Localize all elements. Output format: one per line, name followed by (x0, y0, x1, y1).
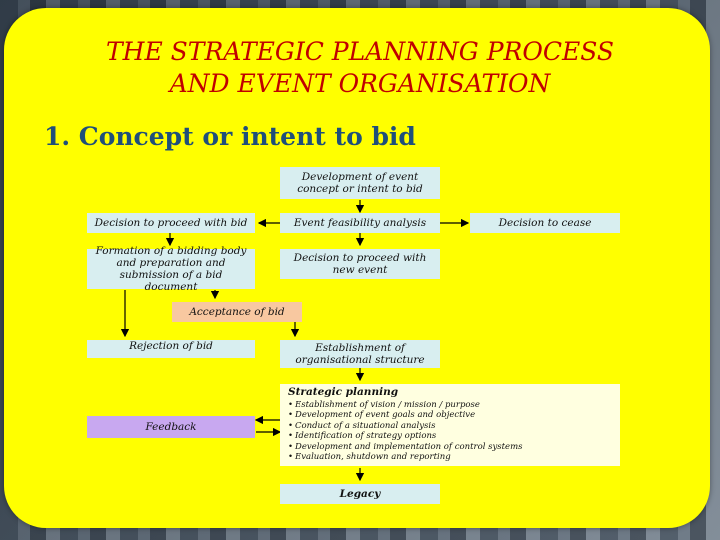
strategic-item: Development and implementation of contro… (288, 442, 612, 453)
strategic-item: Establishment of vision / mission / purp… (288, 400, 612, 411)
node-feedback: Feedback (87, 416, 255, 438)
strategic-item: Evaluation, shutdown and reporting (288, 452, 612, 463)
strategic-list: Establishment of vision / mission / purp… (288, 400, 612, 463)
node-acceptance: Acceptance of bid (172, 302, 302, 322)
node-development: Development of event concept or intent t… (280, 167, 440, 199)
strategic-item: Conduct of a situational analysis (288, 421, 612, 432)
node-cease: Decision to cease (470, 213, 620, 233)
node-feasibility: Event feasibility analysis (280, 213, 440, 233)
node-legacy: Legacy (280, 484, 440, 504)
node-proceed-bid: Decision to proceed with bid (87, 213, 255, 233)
node-formation: Formation of a bidding body and preparat… (87, 249, 255, 289)
node-new-event: Decision to proceed with new event (280, 249, 440, 279)
strategic-item: Development of event goals and objective (288, 410, 612, 421)
strategic-item: Identification of strategy options (288, 431, 612, 442)
node-structure: Establishment of organisational structur… (280, 340, 440, 368)
node-rejection: Rejection of bid (87, 340, 255, 358)
strategic-heading: Strategic planning (288, 387, 612, 398)
strategic-planning-box: Strategic planning Establishment of visi… (280, 384, 620, 466)
